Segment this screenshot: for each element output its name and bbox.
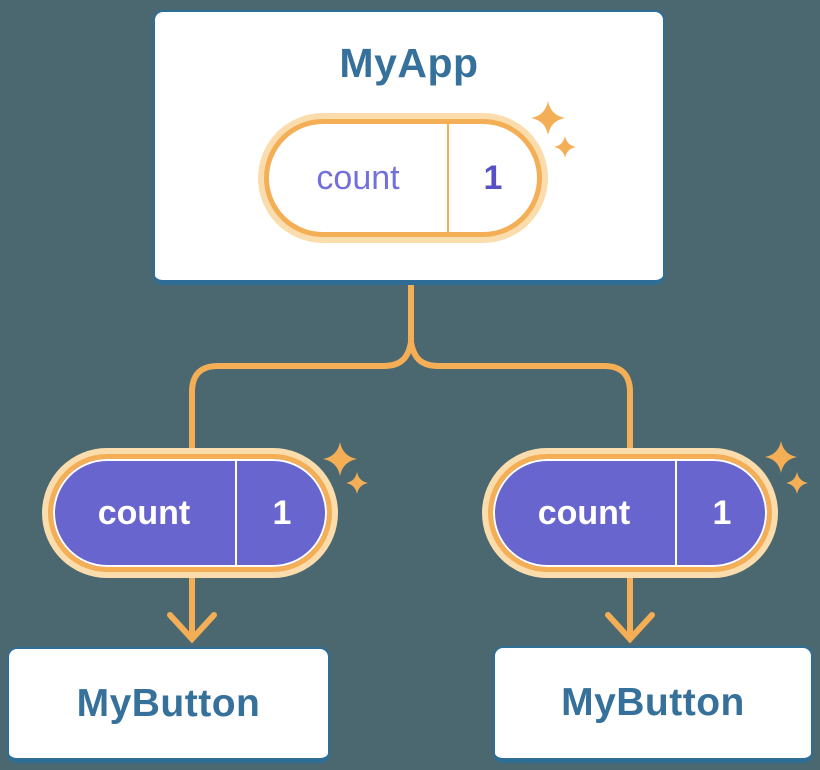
arrowhead-left [167, 612, 217, 644]
fork-right [408, 341, 633, 448]
sparkle-icon [346, 472, 368, 494]
state-pill-key: count [316, 158, 400, 197]
sparkle-icon [323, 442, 357, 476]
prop-pill-left: count 1 [48, 454, 332, 572]
state-pill-value: 1 [447, 124, 537, 232]
prop-pill-right-key: count [537, 493, 631, 532]
myapp-card: MyApp count 1 [153, 10, 665, 285]
fork-left [189, 341, 414, 448]
mybutton-right-label: MyButton [561, 681, 745, 724]
sparkle-icon [786, 472, 808, 494]
prop-pill-left-key: count [97, 493, 191, 532]
mybutton-left-label: MyButton [76, 681, 261, 725]
prop-pill-right-value: 1 [675, 459, 767, 567]
mybutton-card-left: MyButton [7, 647, 330, 763]
sparkle-icon [765, 441, 797, 473]
myapp-label: MyApp [339, 40, 479, 86]
mybutton-card-right: MyButton [493, 646, 813, 763]
prop-pill-right: count 1 [488, 454, 772, 572]
arrowhead-right [605, 612, 655, 644]
state-pill: count 1 [264, 119, 542, 237]
prop-pill-left-value: 1 [235, 459, 327, 567]
